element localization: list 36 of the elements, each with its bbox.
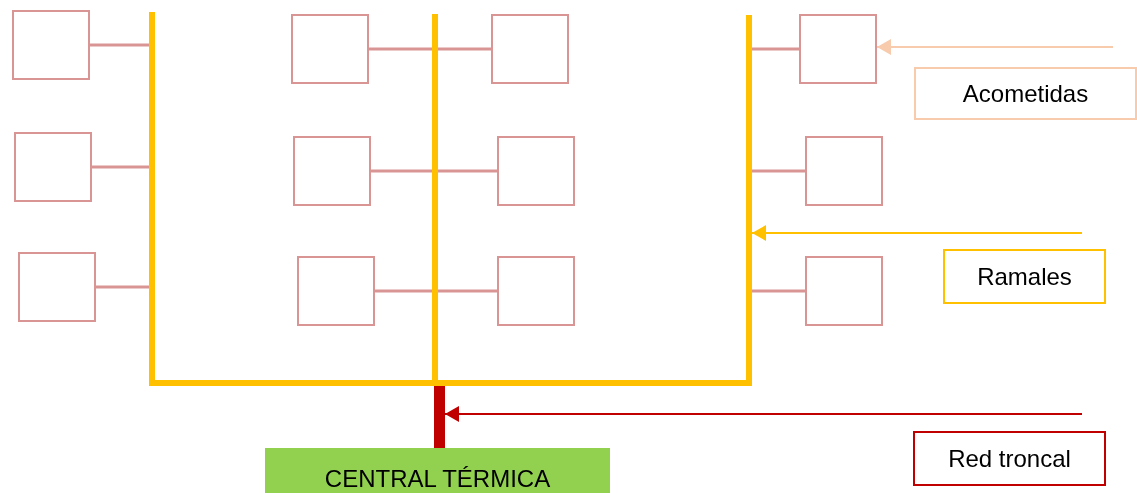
empty-box bbox=[799, 14, 877, 84]
connector-line bbox=[90, 43, 149, 47]
connector-line bbox=[92, 165, 149, 169]
pipe-bar bbox=[432, 14, 438, 380]
empty-box bbox=[291, 14, 369, 84]
connector-line bbox=[752, 289, 805, 293]
label-box: Red troncal bbox=[913, 431, 1106, 486]
label-box: Ramales bbox=[943, 249, 1106, 304]
empty-box bbox=[805, 256, 883, 326]
empty-box bbox=[293, 136, 371, 206]
empty-box bbox=[497, 256, 575, 326]
plant-box: CENTRAL TÉRMICA bbox=[265, 448, 610, 493]
connector-line bbox=[371, 169, 432, 173]
connector-line bbox=[438, 289, 497, 293]
empty-box bbox=[497, 136, 575, 206]
empty-box bbox=[12, 10, 90, 80]
connector-line bbox=[438, 169, 497, 173]
label-box: Acometidas bbox=[914, 67, 1137, 120]
pipe-bar bbox=[746, 15, 752, 380]
pipe-bar bbox=[149, 12, 155, 380]
connector-line bbox=[438, 47, 491, 51]
empty-box bbox=[297, 256, 375, 326]
connector-line bbox=[752, 169, 805, 173]
leader-arrow bbox=[751, 225, 1083, 241]
pipe-bar bbox=[434, 386, 445, 448]
connector-line bbox=[96, 285, 149, 289]
connector-line bbox=[752, 47, 799, 51]
empty-box bbox=[491, 14, 569, 84]
empty-box bbox=[18, 252, 96, 322]
leader-arrow bbox=[876, 39, 1114, 55]
connector-line bbox=[375, 289, 432, 293]
pipe-bar bbox=[149, 380, 752, 386]
connector-line bbox=[369, 47, 432, 51]
empty-box bbox=[14, 132, 92, 202]
empty-box bbox=[805, 136, 883, 206]
leader-arrow bbox=[444, 406, 1083, 422]
